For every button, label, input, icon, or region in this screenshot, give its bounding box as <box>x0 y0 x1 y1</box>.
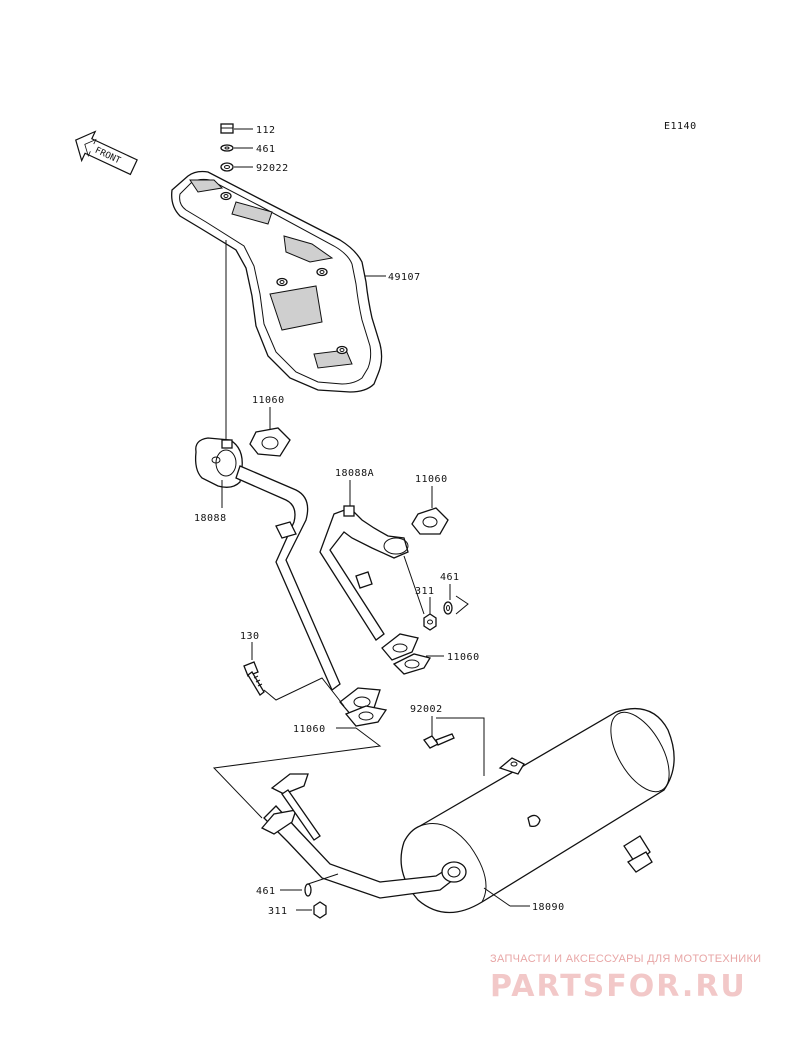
callout-461-mid: 461 <box>440 572 460 583</box>
bolt-92002 <box>423 733 455 749</box>
callout-18090: 18090 <box>532 902 565 913</box>
washer-461-mid <box>443 601 453 615</box>
callout-92022: 92022 <box>256 163 289 174</box>
callout-130: 130 <box>240 631 260 642</box>
washer-461-bottom <box>304 883 312 897</box>
callout-461-top: 461 <box>256 144 276 155</box>
callout-112: 112 <box>256 125 276 136</box>
bolt-112 <box>220 123 234 134</box>
watermark-subtitle: ЗАПЧАСТИ И АКСЕССУАРЫ ДЛЯ МОТОТЕХНИКИ <box>490 953 761 965</box>
muffler-18090 <box>260 708 675 914</box>
front-arrow-icon: FRONT <box>75 130 138 176</box>
callout-11060-c: 11060 <box>447 652 480 663</box>
callout-311-mid: 311 <box>415 586 435 597</box>
gasket-11060-c <box>392 653 432 675</box>
callout-11060-a: 11060 <box>252 395 285 406</box>
exhaust-pipe-18088A <box>319 505 419 661</box>
callout-18088A: 18088A <box>335 468 374 479</box>
washer-461-top <box>220 144 234 152</box>
heat-shield-49107 <box>171 170 383 393</box>
callout-49107: 49107 <box>388 272 421 283</box>
callout-461-bottom: 461 <box>256 886 276 897</box>
bolt-130 <box>243 661 265 696</box>
gasket-11060-d <box>344 705 388 727</box>
nut-311-mid <box>423 613 437 631</box>
callout-311-bottom: 311 <box>268 906 288 917</box>
diagram-code: E1140 <box>664 121 697 132</box>
collar-92022 <box>220 162 234 172</box>
callout-11060-d: 11060 <box>293 724 326 735</box>
gasket-11060-a <box>249 427 291 457</box>
callout-11060-b: 11060 <box>415 474 448 485</box>
callout-18088: 18088 <box>194 513 227 524</box>
exhaust-pipe-18088 <box>194 437 381 717</box>
gasket-11060-b <box>411 507 449 535</box>
callout-92002: 92002 <box>410 704 443 715</box>
nut-311-bottom <box>313 901 327 919</box>
watermark-brand: PARTSFOR.RU <box>490 969 747 1004</box>
